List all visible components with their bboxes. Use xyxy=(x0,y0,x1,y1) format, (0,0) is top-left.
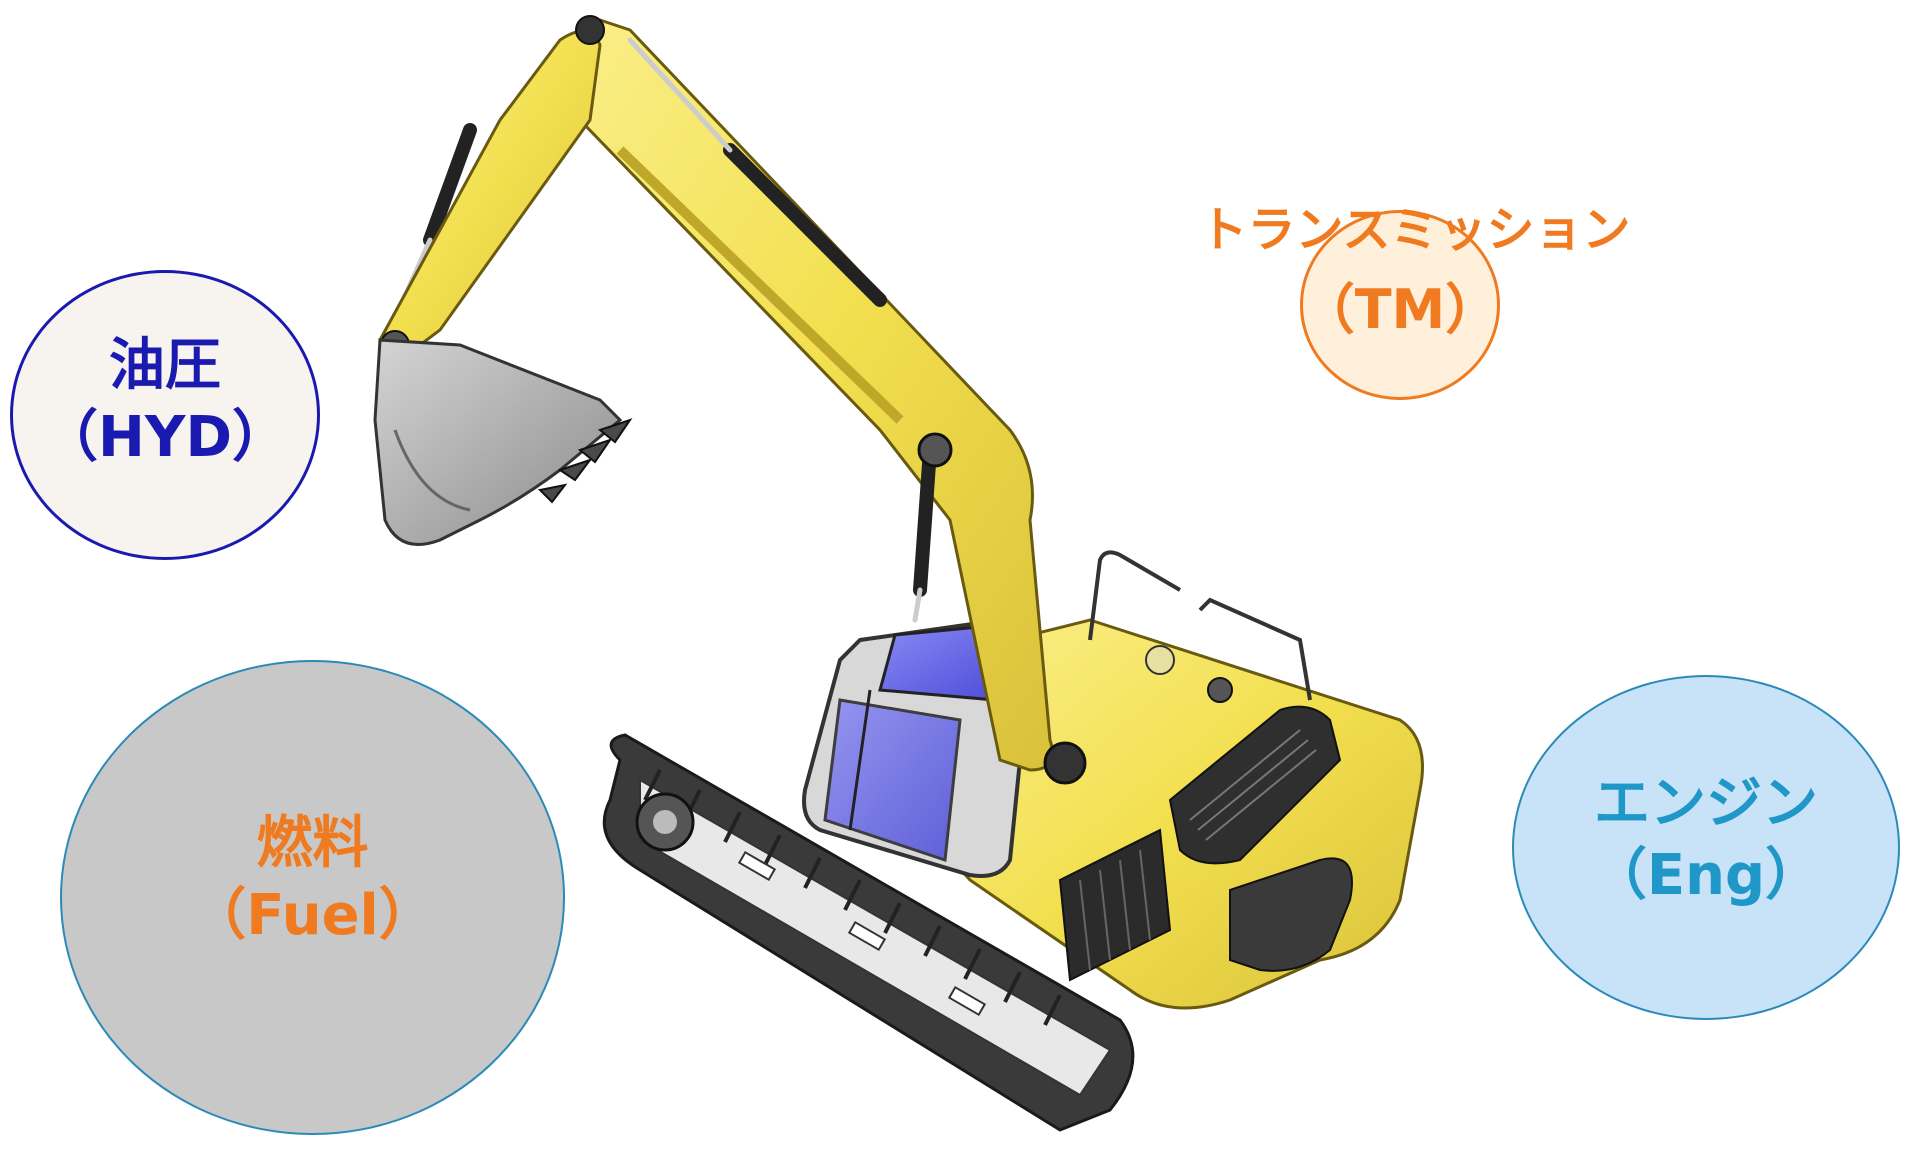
fuel-bubble xyxy=(60,660,565,1135)
excavator-cab xyxy=(802,617,1033,878)
tm-label-abbr: （TM） xyxy=(1300,278,1500,341)
tm-bubble xyxy=(1300,210,1500,400)
eng-label-abbr: （Eng） xyxy=(1590,843,1822,908)
eng-label-title: エンジン xyxy=(1594,771,1818,836)
excavator-boom xyxy=(387,18,1087,785)
fuel-label-title: 燃料 xyxy=(256,811,369,876)
hyd-label: 油圧 （HYD） xyxy=(10,330,320,474)
tm-label-title: トランスミッション xyxy=(1199,202,1631,258)
excavator-body xyxy=(946,550,1424,1010)
excavator-bucket xyxy=(373,338,633,546)
eng-label: エンジン （Eng） xyxy=(1512,768,1900,912)
fuel-label: 燃料 （Fuel） xyxy=(60,808,565,952)
hyd-label-abbr: （HYD） xyxy=(42,405,288,470)
excavator-arm xyxy=(378,15,605,362)
hyd-bubble xyxy=(10,270,320,560)
fuel-label-abbr: （Fuel） xyxy=(190,883,435,948)
track-left xyxy=(602,733,1135,1132)
hyd-label-title: 油圧 xyxy=(109,333,221,398)
eng-bubble xyxy=(1512,675,1900,1020)
